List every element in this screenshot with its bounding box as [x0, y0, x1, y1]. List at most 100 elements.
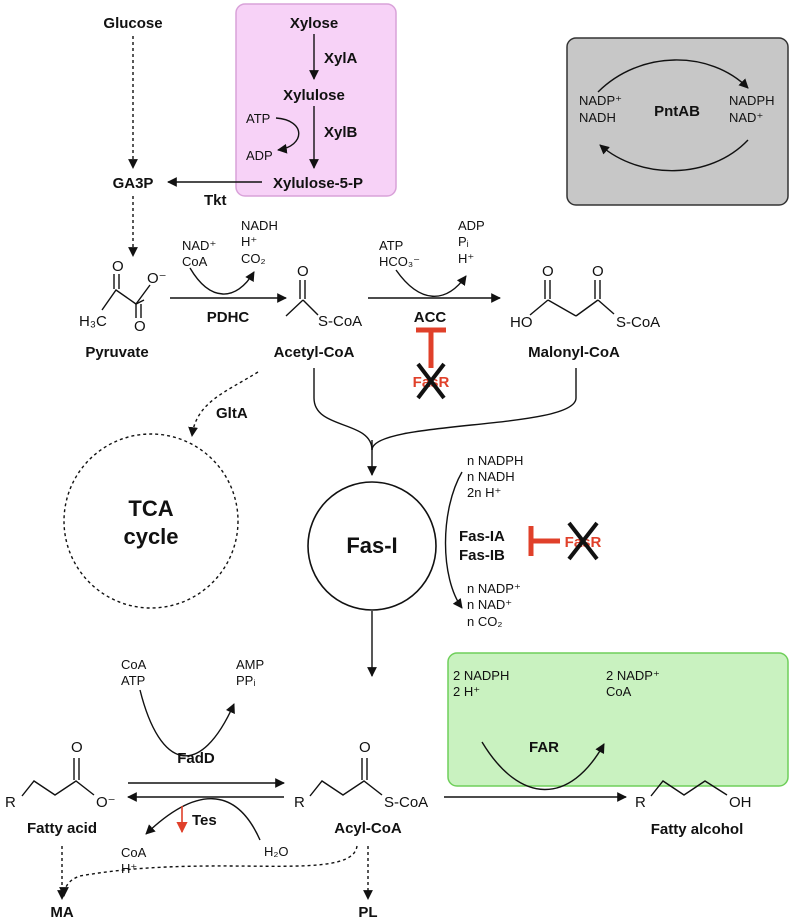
tes-enzyme-label: Tes: [192, 812, 217, 829]
malonyl-scoa: S-CoA: [616, 314, 660, 331]
tca-cycle-circle: [63, 433, 239, 609]
falc-oh: OH: [729, 794, 752, 811]
fa-ominus: O⁻: [96, 794, 116, 811]
falc-r: R: [635, 794, 646, 811]
fasr-deletion-cross-1: [416, 362, 446, 400]
ma-label: MA: [50, 904, 73, 921]
fatty-alcohol-structure: [650, 780, 728, 797]
xylose-module-box: [235, 3, 397, 197]
far-enzyme-label: FAR: [529, 739, 559, 756]
xylose-label: Xylose: [290, 15, 338, 32]
acc-atp-label: ATP: [379, 238, 403, 253]
fas-i-label: Fas-I: [346, 533, 397, 558]
fadd-atp-label: ATP: [121, 673, 145, 688]
pdhc-cofactor-curve: [189, 267, 255, 295]
acetyl-coa-label: Acetyl-CoA: [274, 344, 355, 361]
fadd-cofactor-curve: [139, 689, 235, 757]
acyl-coa-structure: [309, 758, 383, 797]
fas-nadh-label: n NADH: [467, 469, 515, 484]
pntab-enzyme-label: PntAB: [654, 103, 700, 120]
tes-h-label: H⁺: [121, 861, 137, 876]
far-box: [447, 652, 789, 787]
fadd-ppi-label: PPᵢ: [236, 673, 255, 688]
cycle-label: cycle: [123, 524, 178, 549]
pyruvate-o-bottom: O: [134, 318, 146, 335]
acyl-scoa: S-CoA: [384, 794, 428, 811]
pyruvate-o-top: O: [112, 258, 124, 275]
fadd-coa-label: CoA: [121, 657, 147, 672]
pyruvate-o-minus: O⁻: [147, 270, 167, 287]
pdhc-coa-label: CoA: [182, 254, 208, 269]
fas-nco2-label: n CO₂: [467, 614, 502, 629]
fadd-amp-label: AMP: [236, 657, 264, 672]
acetyl-to-fas-line: [313, 368, 373, 451]
fa-o: O: [71, 739, 83, 756]
fatty-acid-label: Fatty acid: [27, 820, 97, 837]
pntab-nadh-label: NADH: [579, 110, 616, 125]
fatty-acid-structure: [21, 758, 95, 797]
tca-label: TCA: [128, 496, 173, 521]
pntab-nadplus-label: NAD⁺: [729, 110, 763, 125]
pl-label: PL: [358, 904, 377, 921]
pdhc-enzyme-label: PDHC: [207, 309, 250, 326]
pyruvate-label: Pyruvate: [85, 344, 148, 361]
acetyl-coa-structure: [285, 280, 319, 317]
xylulose-label: Xylulose: [283, 87, 345, 104]
acc-h-label: H⁺: [458, 251, 474, 266]
acc-enzyme-label: ACC: [414, 309, 447, 326]
xylulose5p-label: Xylulose-5-P: [273, 175, 363, 192]
pdhc-co2-label: CO₂: [241, 251, 266, 266]
far-nadph-label: 2 NADPH: [453, 668, 509, 683]
glucose-label: Glucose: [103, 15, 162, 32]
fas-i-circle: [307, 481, 437, 611]
xyla-enzyme-label: XylA: [324, 50, 358, 67]
fas-ib-label: Fas-IB: [459, 547, 505, 564]
pdhc-nad-label: NAD⁺: [182, 238, 216, 253]
pyruvate-h3c: H₃C: [79, 313, 107, 330]
fas-nadp-label: n NADP⁺: [467, 581, 521, 596]
pntab-nadph-label: NADPH: [729, 93, 775, 108]
acyl-coa-label: Acyl-CoA: [334, 820, 402, 837]
acetyl-o: O: [297, 263, 309, 280]
fatty-alcohol-label: Fatty alcohol: [651, 821, 744, 838]
malonyl-o1: O: [542, 263, 554, 280]
acc-adp-label: ADP: [458, 218, 485, 233]
glta-dashed-arrow: [188, 371, 259, 437]
acc-cofactor-curve: [395, 269, 467, 297]
pntab-box: [566, 37, 789, 206]
malonyl-to-fas-line: [371, 368, 577, 451]
pntab-reverse-arrow: [599, 139, 749, 172]
fadd-enzyme-label: FadD: [177, 750, 215, 767]
malonyl-o2: O: [592, 263, 604, 280]
far-coa-label: CoA: [606, 684, 632, 699]
acyl-r: R: [294, 794, 305, 811]
far-h-label: 2 H⁺: [453, 684, 480, 699]
acc-pi-label: Pᵢ: [458, 234, 469, 249]
pdhc-h-label: H⁺: [241, 234, 257, 249]
malonyl-ho: HO: [510, 314, 533, 331]
fas-ia-label: Fas-IA: [459, 528, 505, 545]
fas-2nh-label: 2n H⁺: [467, 485, 501, 500]
xylb-atp-label: ATP: [246, 111, 270, 126]
xylb-enzyme-label: XylB: [324, 124, 358, 141]
tkt-enzyme-label: Tkt: [204, 192, 227, 209]
tes-coa-label: CoA: [121, 845, 147, 860]
malonyl-coa-structure: [529, 280, 615, 317]
acyl-o: O: [359, 739, 371, 756]
pntab-nadp-label: NADP⁺: [579, 93, 622, 108]
glta-enzyme-label: GltA: [216, 405, 248, 422]
tes-cofactor-curve: [145, 798, 261, 841]
acetyl-scoa: S-CoA: [318, 313, 362, 330]
fas-nad-label: n NAD⁺: [467, 597, 512, 612]
ga3p-label: GA3P: [113, 175, 154, 192]
fas-cofactor-curve: [444, 471, 463, 609]
pntab-forward-arrow: [597, 59, 749, 93]
fas-nadph-label: n NADPH: [467, 453, 523, 468]
atp-adp-curve: [275, 117, 300, 154]
malonyl-coa-label: Malonyl-CoA: [528, 344, 620, 361]
far-cofactor-curve: [481, 741, 605, 791]
acc-hco3-label: HCO₃⁻: [379, 254, 420, 269]
pyruvate-structure: [101, 274, 151, 318]
fa-r: R: [5, 794, 16, 811]
